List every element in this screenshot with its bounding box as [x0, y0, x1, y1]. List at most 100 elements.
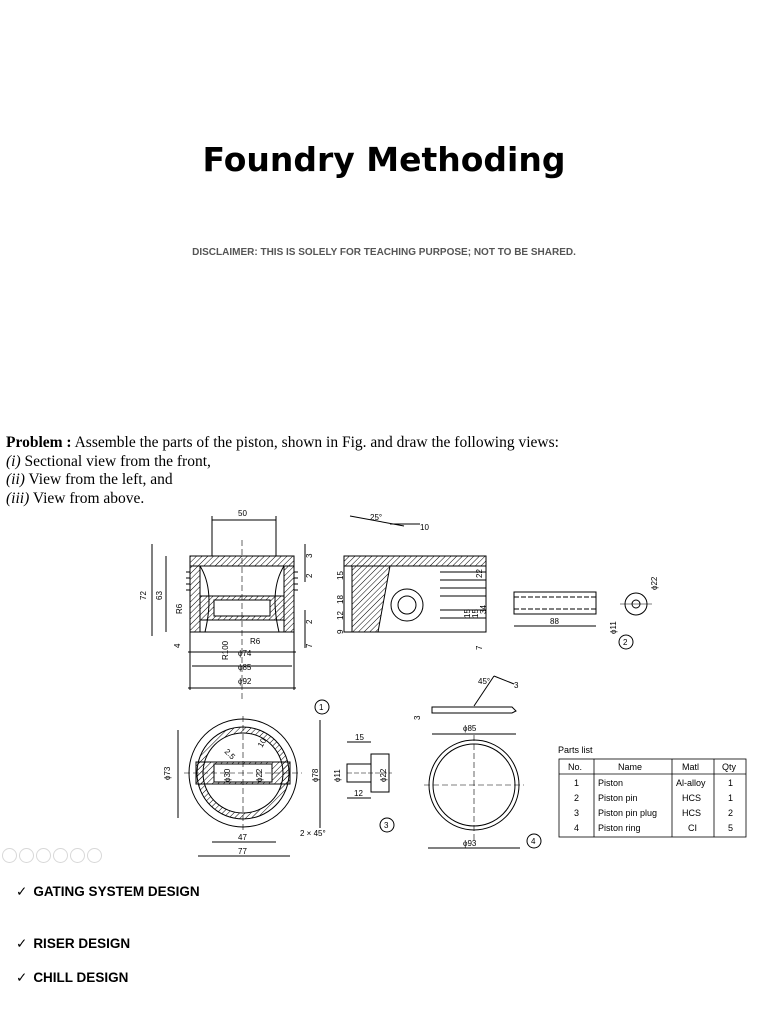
dim-label: 4 — [173, 643, 182, 648]
problem-item-1: (i) Sectional view from the front, — [6, 453, 766, 472]
dim-label: 2 — [305, 573, 314, 578]
dim-label: ϕ73 — [163, 766, 172, 780]
problem-item-text: View from above. — [32, 489, 145, 507]
dim-label: 15 — [463, 609, 472, 618]
problem-item-num: (ii) — [6, 471, 25, 488]
parts-header-name: Name — [618, 762, 642, 772]
dim-label: R6 — [250, 637, 261, 646]
parts-cell: 2 — [574, 793, 579, 803]
dim-label: 45° — [478, 677, 490, 686]
piston-engineering-drawing: 50 72 63 R6 3 2 2 7 4 R100 R6 ϕ74 ϕ85 ϕ9… — [139, 509, 747, 857]
problem-item-num: (i) — [6, 452, 21, 470]
piston-top-view: ϕ73 ϕ30 ϕ22 ϕ78 2.5 10 47 77 2 × 45° — [163, 716, 326, 857]
dim-label: 15 — [355, 733, 364, 742]
check-icon: ✓ — [16, 884, 28, 899]
problem-item-text: View from the left, and — [28, 471, 173, 488]
dim-label: ϕ92 — [238, 677, 252, 686]
callout-label: 2 — [623, 638, 628, 647]
parts-cell: 4 — [574, 823, 579, 833]
callout-label: 1 — [319, 703, 324, 712]
dim-label: 25° — [370, 513, 382, 522]
piston-section-view: 50 72 63 R6 3 2 2 7 4 R100 R6 ϕ74 ϕ85 ϕ9… — [139, 509, 330, 715]
parts-cell: 2 — [728, 808, 733, 818]
parts-header-qty: Qty — [722, 762, 737, 772]
viewer-toolbar — [2, 848, 102, 863]
bullet-text: RISER DESIGN — [33, 936, 131, 951]
parts-cell: HCS — [682, 808, 701, 818]
dim-label: 12 — [336, 611, 345, 620]
problem-item-2: (ii) View from the left, and — [6, 471, 766, 490]
slide-title: Foundry Methoding — [202, 140, 566, 179]
problem-item-text: Sectional view from the front, — [24, 452, 211, 470]
dim-label: ϕ93 — [463, 839, 477, 848]
dim-label: 22 — [475, 569, 484, 578]
parts-cell: Piston ring — [598, 823, 641, 833]
dim-label: ϕ11 — [609, 621, 618, 634]
ring-detail-view: 45° 3 3 — [413, 675, 519, 720]
dim-label: 18 — [336, 595, 345, 604]
bullet-chill: ✓ CHILL DESIGN — [16, 970, 128, 986]
dim-label: R6 — [175, 603, 184, 614]
parts-cell: Piston — [598, 778, 623, 788]
dim-label: ϕ22 — [255, 768, 264, 782]
dim-label: 47 — [238, 833, 247, 842]
check-icon: ✓ — [16, 936, 28, 951]
piston-ring-view: ϕ85 ϕ93 4 — [424, 724, 542, 849]
close-icon[interactable] — [87, 848, 102, 863]
dim-label: 77 — [238, 847, 247, 856]
callout-label: 3 — [384, 821, 389, 830]
dim-label: 15 — [336, 571, 345, 580]
copy-icon[interactable] — [53, 848, 68, 863]
dim-label: 50 — [238, 509, 247, 518]
problem-label: Problem : — [6, 434, 72, 451]
prev-icon[interactable] — [2, 848, 17, 863]
parts-cell: 1 — [728, 793, 733, 803]
dim-label: 10 — [420, 523, 429, 532]
disclaimer: DISCLAIMER: THIS IS SOLELY FOR TEACHING … — [192, 247, 576, 258]
dim-label: 88 — [550, 617, 559, 626]
dim-label: ϕ78 — [311, 768, 320, 782]
dim-label: 63 — [155, 591, 164, 600]
problem-line: Problem : Assemble the parts of the pist… — [6, 434, 766, 453]
dim-label: 15 — [471, 609, 480, 618]
parts-cell: 1 — [574, 778, 579, 788]
dim-label: 9 — [336, 629, 345, 634]
problem-text: Assemble the parts of the piston, shown … — [74, 434, 559, 451]
dim-label: R100 — [221, 640, 230, 660]
zoom-icon[interactable] — [70, 848, 85, 863]
parts-cell: 3 — [574, 808, 579, 818]
dim-label: 3 — [413, 715, 422, 720]
problem-item-3: (iii) View from above. — [6, 490, 766, 509]
dim-label: 2 — [305, 619, 314, 624]
problem-item-num: (iii) — [6, 489, 30, 507]
next-icon[interactable] — [19, 848, 34, 863]
pin-plug-view: 15 ϕ11 ϕ22 12 3 — [333, 733, 395, 833]
dim-label: ϕ22 — [379, 768, 388, 782]
dim-label: 34 — [479, 605, 488, 614]
piston-side-view: 25° 10 15 18 12 9 22 15 15 34 7 — [336, 513, 488, 650]
parts-header-matl: Matl — [682, 762, 699, 772]
parts-cell: 1 — [728, 778, 733, 788]
parts-cell: Al-alloy — [676, 778, 706, 788]
parts-cell: CI — [688, 823, 697, 833]
dim-label: ϕ85 — [463, 724, 477, 733]
dim-label: ϕ85 — [238, 663, 252, 672]
dim-label: 7 — [475, 645, 484, 650]
dim-label: 7 — [305, 643, 314, 648]
dim-label: ϕ30 — [223, 768, 232, 782]
piston-pin-view: 88 ϕ22 ϕ11 2 — [513, 576, 659, 650]
edit-icon[interactable] — [36, 848, 51, 863]
dim-label: 72 — [139, 591, 148, 600]
bullet-text: CHILL DESIGN — [33, 970, 129, 985]
problem-statement: Problem : Assemble the parts of the pist… — [6, 434, 766, 508]
parts-cell: 5 — [728, 823, 733, 833]
parts-list-table: Parts list No. Name Matl Qty 1 Piston Al… — [558, 745, 747, 838]
bullet-text: GATING SYSTEM DESIGN — [33, 884, 200, 899]
parts-list-caption: Parts list — [558, 745, 593, 755]
dim-label: 3 — [305, 553, 314, 558]
check-icon: ✓ — [16, 970, 28, 985]
dim-label: 2 × 45° — [300, 829, 326, 838]
parts-cell: HCS — [682, 793, 701, 803]
dim-label: ϕ11 — [333, 769, 342, 782]
callout-label: 4 — [531, 837, 536, 846]
